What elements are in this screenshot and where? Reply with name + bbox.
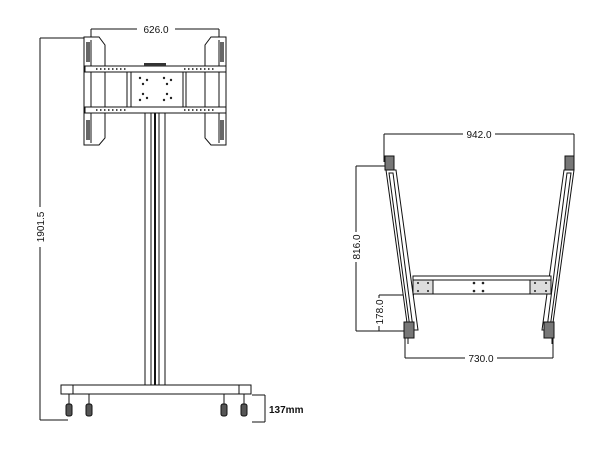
dimension-height-816: 816.0 (350, 165, 404, 332)
vesa-plate (126, 71, 187, 108)
dimension-width-730: 730.0 (404, 338, 554, 365)
right-leg (541, 155, 575, 344)
dim-label-816: 816.0 (352, 234, 363, 259)
dimension-width-942: 942.0 (383, 128, 575, 162)
base (60, 384, 252, 395)
front-view: 626.0 1901.5 (34, 23, 304, 423)
dim-label-730: 730.0 (468, 354, 493, 365)
dimension-width-626: 626.0 (90, 23, 220, 50)
cross-bar (412, 275, 552, 295)
dimension-base-137: 137mm (252, 394, 304, 423)
left-leg (384, 155, 419, 344)
dim-label-1901: 1901.5 (36, 211, 47, 242)
dim-label-942: 942.0 (466, 130, 491, 141)
dim-label-137mm: 137mm (269, 405, 304, 416)
column (144, 113, 166, 385)
dim-label-626: 626.0 (143, 25, 168, 36)
casters (65, 394, 248, 417)
side-view: 942.0 816.0 178.0 (350, 128, 575, 365)
left-bracket (83, 36, 106, 146)
right-bracket (204, 36, 227, 146)
dimension-height-1901: 1901.5 (34, 37, 88, 421)
dim-label-178: 178.0 (375, 299, 386, 324)
